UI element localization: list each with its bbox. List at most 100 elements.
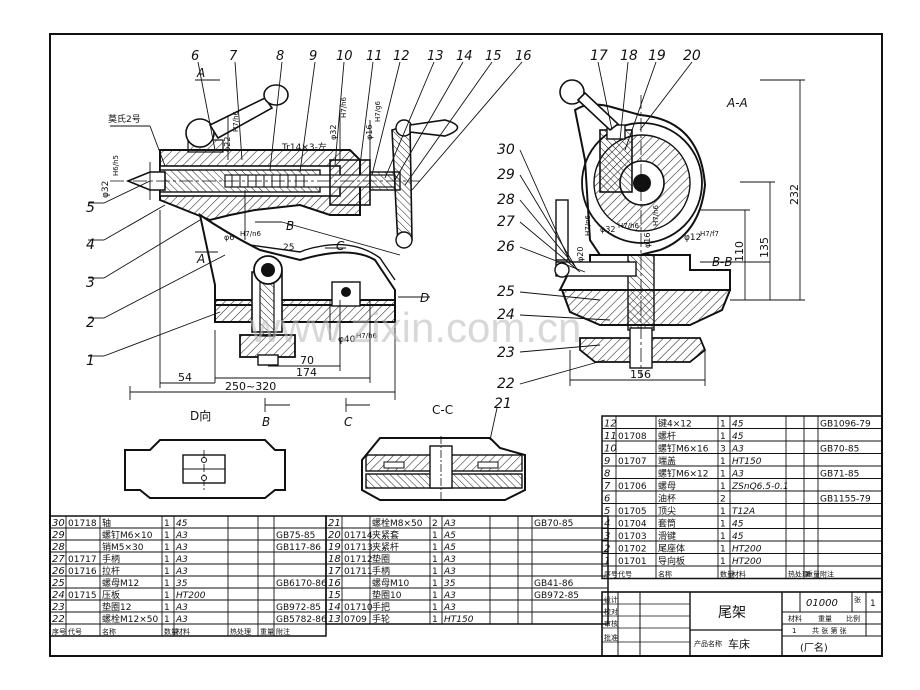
balloon-26: 26 <box>497 239 515 255</box>
balloon-4: 4 <box>86 237 95 253</box>
parts-cell: 手柄 <box>372 565 390 577</box>
parts-cell: 01718 <box>68 519 97 529</box>
parts-cell: 2 <box>432 519 438 529</box>
parts-cell: A3 <box>175 555 188 565</box>
note-dia16: φ16 <box>365 125 374 140</box>
balloon-6: 6 <box>191 49 199 64</box>
parts-cell: 拉杆 <box>102 565 120 577</box>
parts-header: 序号 <box>52 627 66 636</box>
parts-cell: 1 <box>432 603 438 613</box>
parts-cell: GB6170-86 <box>276 579 327 589</box>
parts-cell: 01702 <box>618 545 647 555</box>
parts-cell: 28 <box>52 542 65 553</box>
tb-sheet-no: 1 <box>870 599 876 609</box>
parts-cell: A3 <box>443 603 456 613</box>
balloon-22: 22 <box>497 376 515 392</box>
section-d: D <box>420 291 429 305</box>
parts-cell: 1 <box>164 591 170 601</box>
parts-cell: 35 <box>444 579 456 589</box>
balloon-1: 1 <box>86 353 95 369</box>
parts-cell: 01712 <box>344 555 373 565</box>
parts-cell: A3 <box>443 519 456 529</box>
balloon-12: 12 <box>393 49 410 64</box>
note-dia6: φ6 <box>224 233 234 242</box>
parts-cell: 螺母M12 <box>102 578 139 589</box>
parts-cell: 1 <box>164 615 170 625</box>
parts-cell: 端盖 <box>658 455 676 467</box>
balloon-25: 25 <box>497 284 515 300</box>
parts-cell: 7 <box>604 481 611 492</box>
balloon-9: 9 <box>309 49 317 64</box>
tb-scale: 比例 <box>846 614 860 623</box>
parts-cell: 01711 <box>344 567 373 577</box>
parts-cell: A5 <box>443 543 456 553</box>
title-block: 设计 校对 审核 批准 尾架 产品名称 车床 01000 张 1 材料 重量 比… <box>601 591 883 657</box>
dim-174: 174 <box>296 366 317 379</box>
parts-cell: HT200 <box>732 545 762 555</box>
section-b-bottom: B <box>262 415 270 429</box>
parts-cell: 45 <box>732 520 744 530</box>
balloon-28: 28 <box>497 192 515 208</box>
parts-cell: 螺栓M8×50 <box>372 517 423 529</box>
parts-cell: 3 <box>604 531 610 542</box>
balloon-19: 19 <box>648 48 666 64</box>
parts-cell: 轴 <box>102 517 111 529</box>
parts-header: 代号 <box>68 627 82 636</box>
parts-cell: 01705 <box>618 507 647 517</box>
parts-cell: 1 <box>720 557 726 567</box>
tb-sheet-count: 共 张 第 张 <box>812 626 847 635</box>
end-cap <box>329 159 371 206</box>
parts-cell: GB1096-79 <box>820 420 871 430</box>
drawing-border <box>49 33 883 657</box>
parts-cell: ZSnQ6.5-0.1 <box>731 482 789 492</box>
balloon-23: 23 <box>497 345 515 361</box>
parts-cell: GB70-85 <box>820 445 859 455</box>
parts-cell: 键4×12 <box>658 418 692 430</box>
dim-135: 135 <box>758 237 771 258</box>
parts-cell: A3 <box>175 543 188 553</box>
parts-cell: 套筒 <box>658 518 676 530</box>
note-dia32: φ32 <box>101 181 111 198</box>
note-morse: 莫氏2号 <box>108 113 141 125</box>
note-dia40: φ40 <box>338 335 356 345</box>
tb-name: 尾架 <box>718 605 746 621</box>
parts-cell: 1 <box>432 531 438 541</box>
parts-header: 名称 <box>658 570 672 579</box>
parts-cell: GB41-86 <box>534 579 574 589</box>
parts-cell: 30 <box>52 518 65 529</box>
balloon-11: 11 <box>366 49 383 64</box>
parts-cell: 15 <box>328 590 341 601</box>
parts-cell: GB70-85 <box>534 519 573 529</box>
balloon-21: 21 <box>494 396 512 412</box>
note-fit40: H7/h6 <box>356 332 378 340</box>
balloon-16: 16 <box>515 49 532 64</box>
parts-cell: 1 <box>720 482 726 492</box>
balloon-30: 30 <box>497 142 515 158</box>
note-dia22: φ22 <box>223 137 232 152</box>
parts-cell: 45 <box>176 519 188 529</box>
parts-cell: 夹紧杆 <box>372 541 399 553</box>
balloon-13: 13 <box>427 49 444 64</box>
parts-cell: 1 <box>720 520 726 530</box>
parts-cell: 1 <box>164 519 170 529</box>
parts-cell: 29 <box>52 530 65 541</box>
parts-cell: 1 <box>432 615 438 625</box>
parts-cell: 2 <box>604 544 610 555</box>
note-fit12-side: H7/f7 <box>700 230 719 238</box>
parts-cell: 1 <box>164 567 170 577</box>
balloon-10: 10 <box>336 49 353 64</box>
note-fit32-side: H7/h6 <box>618 222 640 230</box>
tb-weight: 重量 <box>818 615 832 623</box>
parts-cell: 1 <box>604 556 610 567</box>
section-c-top: C <box>336 239 345 253</box>
parts-cell: 尾座体 <box>658 543 685 555</box>
parts-cell: 垫圈12 <box>102 601 131 613</box>
parts-cell: A3 <box>443 591 456 601</box>
note-dia12-side: φ12 <box>684 233 701 243</box>
parts-cell: 1 <box>720 470 726 480</box>
balloon-18: 18 <box>620 48 638 64</box>
parts-cell: 1 <box>164 531 170 541</box>
parts-header: 热处理 <box>230 627 251 636</box>
